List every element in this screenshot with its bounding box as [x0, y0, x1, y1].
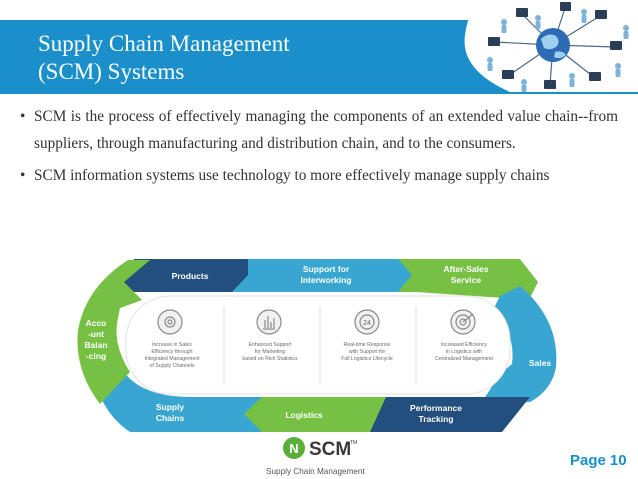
performance-arrow — [362, 397, 530, 432]
support-label-1: Support for — [303, 264, 350, 274]
title-line-1: Supply Chain Management — [38, 31, 290, 56]
scm-logo: N SCM TM Supply Chain Management — [266, 437, 365, 476]
bullet-list: •SCM is the process of effectively manag… — [20, 103, 618, 194]
account-balancing-arrow — [77, 260, 150, 404]
benefit-2-line-2: for Marketing — [255, 349, 285, 355]
support-label-2: Interworking — [300, 275, 351, 285]
after-sales-label-1: After-Sales — [444, 264, 489, 274]
performance-label-1: Performance — [410, 403, 462, 413]
bullet-text: SCM information systems use technology t… — [34, 167, 550, 184]
support-arrow — [232, 259, 418, 292]
benefit-3-line-3: Full Logistics Lifecycle — [341, 356, 393, 362]
target-icon — [450, 309, 476, 335]
account-balancing-label-4: -cing — [86, 351, 106, 361]
benefits-panel — [125, 295, 511, 395]
after-sales-label-2: Service — [451, 275, 482, 285]
logo-badge — [283, 437, 305, 459]
benefit-1-line-2: Efficiency through — [151, 349, 192, 355]
performance-label-2: Tracking — [419, 414, 454, 424]
logo-tagline: Supply Chain Management — [266, 467, 365, 476]
clock-24-text: 24 — [363, 320, 371, 327]
global-network-illustration — [464, 0, 638, 92]
logistics-label: Logistics — [285, 410, 323, 420]
benefit-1-line-3: Integrated Management — [144, 356, 200, 362]
benefit-4-line-3: Centralized Management — [435, 356, 494, 362]
supply-chains-label-1: Supply — [156, 402, 185, 412]
page-label: Page — [570, 452, 606, 469]
benefit-1-line-1: Increase in Sales — [152, 342, 192, 348]
bullet-item: •SCM information systems use technology … — [20, 167, 550, 184]
clock-24-icon — [354, 309, 380, 335]
supply-chains-arrow — [102, 372, 262, 432]
products-label: Products — [172, 271, 209, 281]
gear-icon — [157, 309, 183, 335]
benefit-1-line-4: of Supply Channels — [150, 363, 195, 369]
slide-title: Supply Chain Management (SCM) Systems — [38, 30, 290, 86]
benefit-2-line-3: based on Rich Statistics — [242, 356, 298, 362]
logo-tm: TM — [350, 440, 357, 446]
supply-chains-label-2: Chains — [156, 413, 185, 423]
scm-cycle-diagram: Products Support for Interworking After-… — [77, 259, 557, 432]
bullet-text: SCM is the process of effectively managi… — [34, 108, 618, 152]
bar-chart-icon — [256, 309, 282, 335]
benefit-4-line-1: Increased Efficiency — [441, 342, 488, 348]
account-balancing-label-3: Balan — [84, 340, 107, 350]
logistics-arrow — [234, 397, 386, 432]
account-balancing-label-2: -unt — [88, 329, 104, 339]
page-value: 10 — [609, 452, 627, 469]
after-sales-arrow — [398, 259, 538, 302]
sales-label: Sales — [529, 358, 551, 368]
benefit-3-line-1: Real-time Response — [344, 342, 391, 348]
bullet-item: •SCM is the process of effectively manag… — [20, 108, 618, 152]
benefit-3-line-2: with Support for — [349, 349, 386, 355]
benefit-2-line-1: Enhanced Support — [249, 342, 293, 348]
benefit-4-line-2: in Logistics with — [446, 349, 482, 355]
logo-name: SCM — [309, 439, 351, 460]
products-arrow — [116, 259, 264, 292]
title-line-2: (SCM) Systems — [38, 59, 185, 84]
logo-letter: N — [289, 441, 298, 456]
account-balancing-label-1: Acco — [86, 318, 107, 328]
